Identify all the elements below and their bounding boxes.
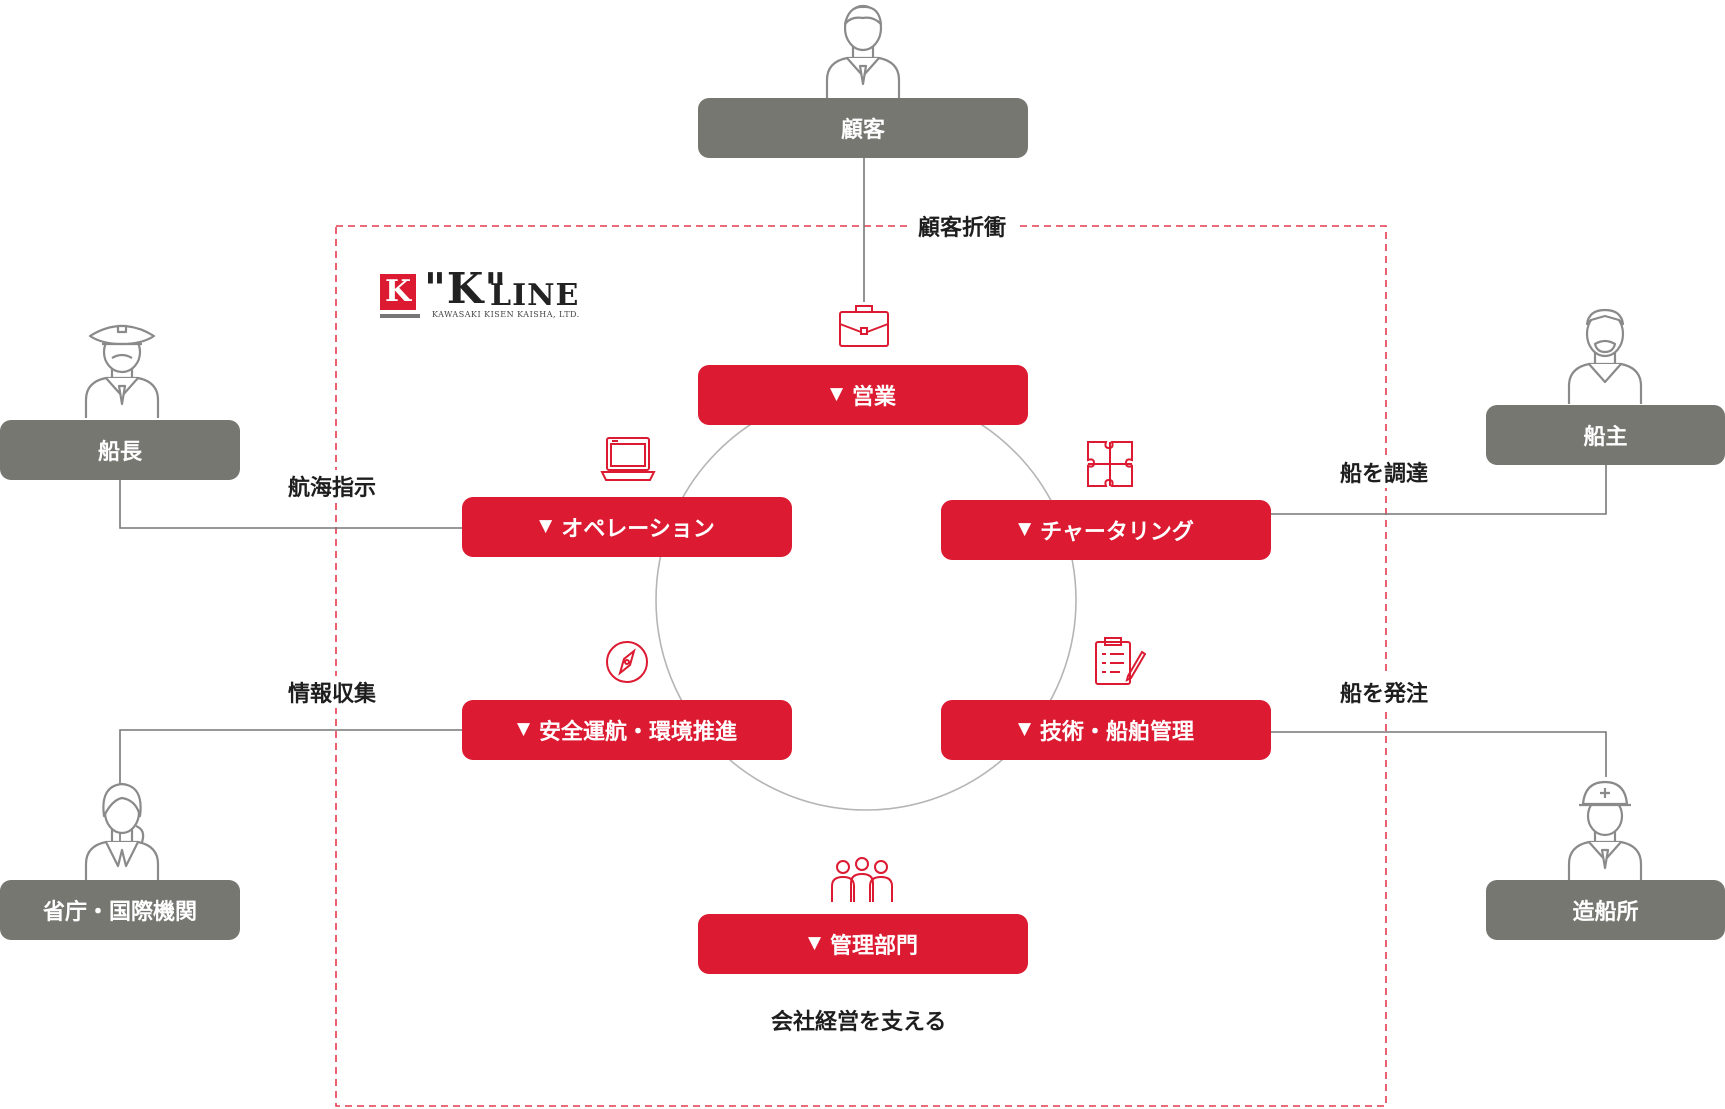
logo-bar [380, 314, 420, 318]
logo-badge: K [380, 274, 416, 310]
puzzle-icon [1087, 441, 1133, 487]
label-customer-negotiation: 顧客折衝 [908, 210, 1017, 242]
label-procure-ships: 船を調達 [1340, 456, 1429, 488]
expand-triangle-icon: ▼ [1017, 719, 1032, 739]
safety-label: 安全運航・環境推進 [539, 720, 738, 745]
logo-mark: "K" [424, 264, 508, 313]
compass-icon [606, 641, 648, 683]
label-support-management: 会社経営を支える [771, 1004, 947, 1036]
safety-department-button[interactable]: ▼ 安全運航・環境推進 [462, 700, 792, 760]
shipyard-box: 造船所 [1486, 880, 1725, 940]
team-icon [831, 857, 893, 902]
expand-triangle-icon: ▼ [807, 933, 822, 953]
expand-triangle-icon: ▼ [539, 516, 553, 536]
clipboard-icon [1095, 637, 1146, 685]
owner-box: 船主 [1486, 405, 1725, 465]
owner-label: 船主 [1583, 425, 1628, 450]
sales-department-button[interactable]: ▼ 営業 [698, 365, 1028, 425]
operation-label: オペレーション [561, 517, 715, 542]
label-navigation-instructions: 航海指示 [288, 470, 377, 502]
chartering-label: チャータリング [1040, 520, 1194, 545]
shipyard-worker-icon [1567, 780, 1643, 880]
briefcase-icon [839, 305, 889, 347]
expand-triangle-icon: ▼ [829, 384, 844, 404]
agencies-box: 省庁・国際機関 [0, 880, 240, 940]
laptop-icon [600, 437, 656, 481]
businessman-icon [825, 4, 901, 98]
logo-subtitle: KAWASAKI KISEN KAISHA, LTD. [432, 310, 580, 319]
customer-label: 顧客 [840, 118, 885, 143]
connector-lines [119, 158, 1607, 880]
management-department-button[interactable]: ▼ 管理部門 [698, 914, 1028, 974]
shipowner-icon [1567, 308, 1643, 404]
expand-triangle-icon: ▼ [516, 719, 531, 739]
agencies-label: 省庁・国際機関 [42, 900, 197, 925]
company-boundary [335, 225, 1387, 1107]
technical-label: 技術・船舶管理 [1040, 720, 1195, 745]
technical-department-button[interactable]: ▼ 技術・船舶管理 [941, 700, 1271, 760]
logo-line-text: LINE [490, 278, 580, 313]
official-woman-icon [84, 782, 160, 880]
sales-label: 営業 [852, 385, 897, 410]
captain-box: 船長 [0, 420, 240, 480]
shipyard-label: 造船所 [1572, 900, 1639, 925]
label-order-ships: 船を発注 [1340, 676, 1429, 708]
chartering-department-button[interactable]: ▼ チャータリング [941, 500, 1271, 560]
captain-icon [84, 324, 160, 418]
customer-box: 顧客 [698, 98, 1028, 158]
captain-label: 船長 [97, 440, 142, 465]
kline-logo: K "K" LINE KAWASAKI KISEN KAISHA, LTD. [380, 264, 602, 322]
operation-department-button[interactable]: ▼ オペレーション [462, 497, 792, 557]
management-label: 管理部門 [830, 934, 919, 959]
label-information-gathering: 情報収集 [288, 676, 377, 708]
expand-triangle-icon: ▼ [1018, 519, 1032, 539]
